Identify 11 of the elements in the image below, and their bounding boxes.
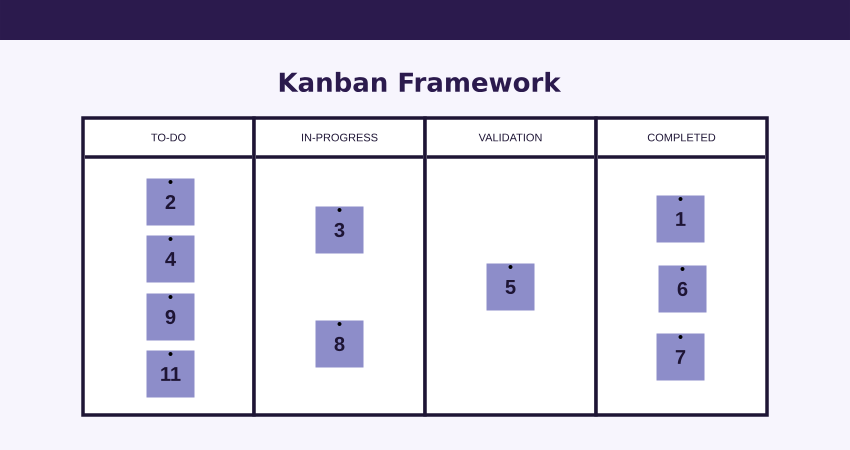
- sticky-note: 7: [656, 334, 704, 380]
- sticky-note: 6: [658, 266, 706, 312]
- sticky-note: 9: [146, 294, 194, 340]
- title: Kanban Framework: [280, 72, 562, 92]
- sticky-note: 3: [316, 206, 364, 254]
- sticky-note: 2: [146, 178, 194, 226]
- sticky-note: 1: [656, 196, 704, 242]
- sticky-note: 4: [146, 236, 194, 282]
- sticky-note: 11: [146, 350, 194, 398]
- sticky-note: 8: [316, 320, 364, 368]
- sticky-note: 5: [486, 264, 534, 310]
